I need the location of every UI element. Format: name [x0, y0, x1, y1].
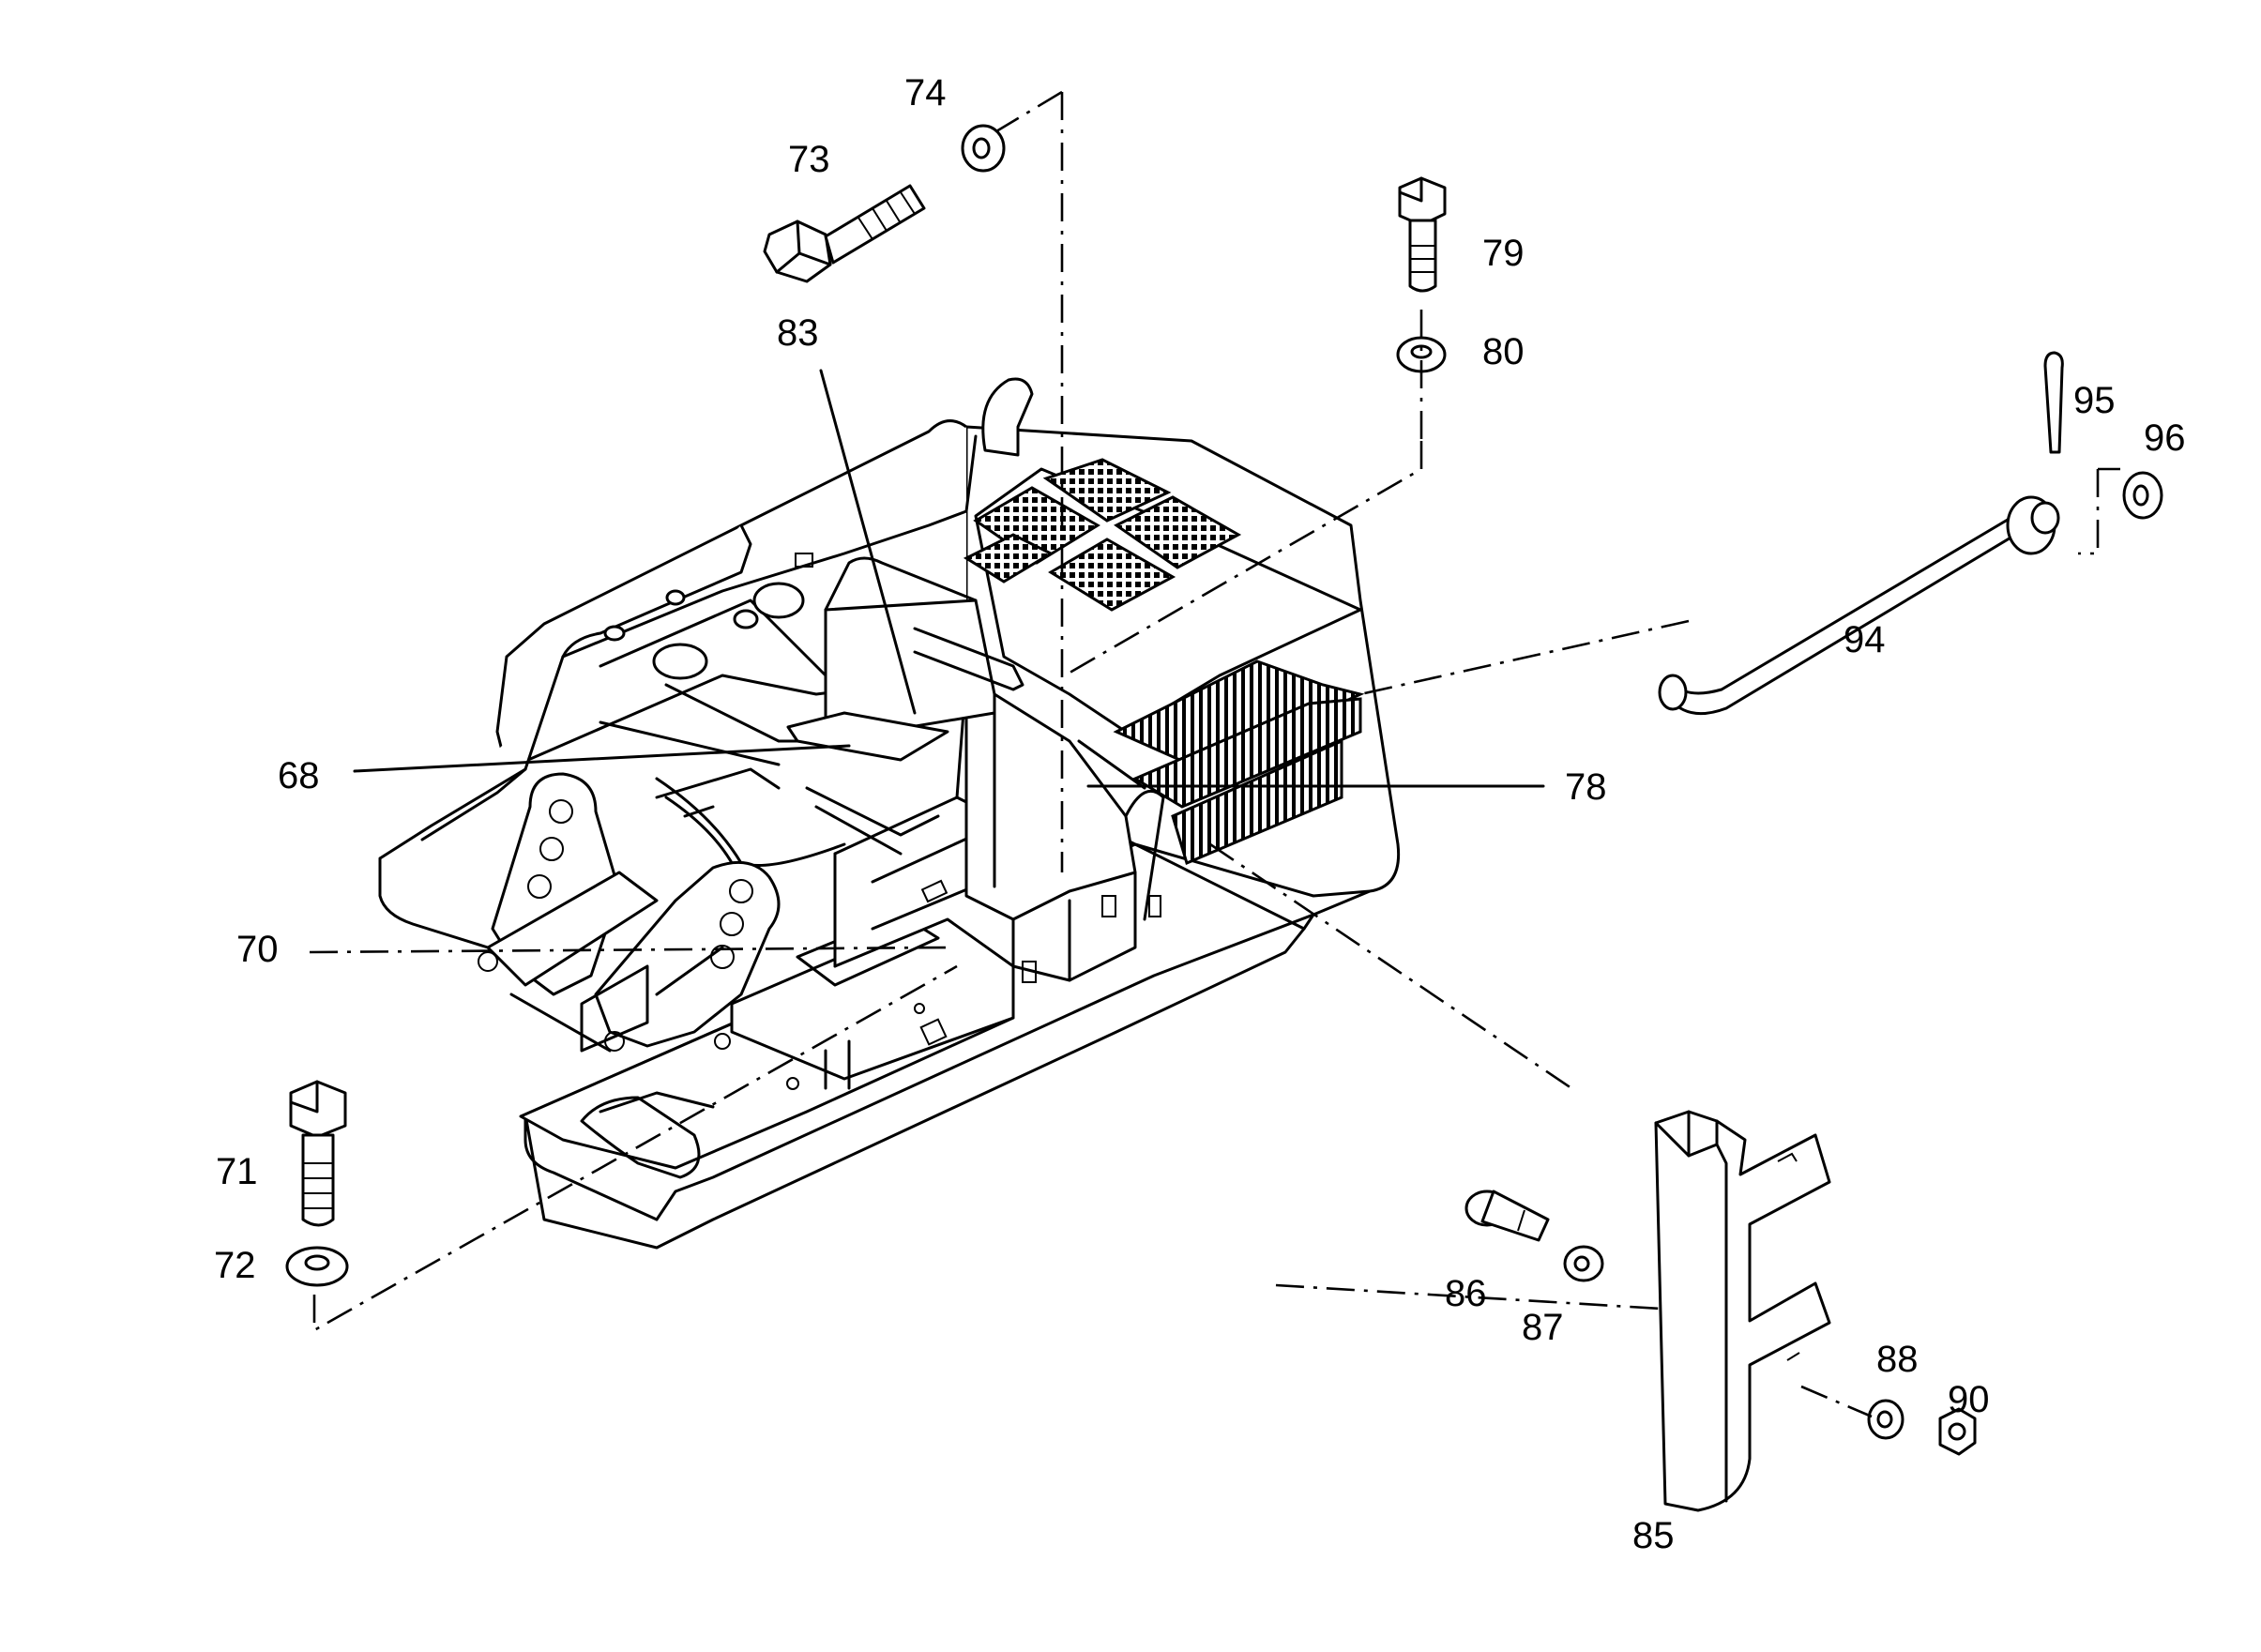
- part-96-washer: [2122, 471, 2163, 520]
- label-83: 83: [777, 312, 819, 354]
- callout-labels: 74 73 79 80 83 95 96 94 68 78 70 71 72 8…: [214, 72, 2186, 1556]
- part-74-washer: [961, 124, 1006, 173]
- label-86: 86: [1445, 1273, 1487, 1314]
- label-79: 79: [1482, 233, 1525, 274]
- part-85-bracket: [1654, 1110, 1831, 1512]
- label-71: 71: [216, 1151, 258, 1192]
- label-73: 73: [788, 139, 830, 180]
- label-96: 96: [2144, 417, 2186, 459]
- label-80: 80: [1482, 331, 1525, 372]
- label-85: 85: [1632, 1515, 1675, 1556]
- label-90: 90: [1948, 1379, 1990, 1420]
- part-87-washer: [1563, 1245, 1604, 1282]
- part-72-washer: [285, 1246, 349, 1287]
- part-95-cotter-pin: [2043, 351, 2064, 454]
- label-72: 72: [214, 1245, 256, 1286]
- label-95: 95: [2073, 380, 2116, 421]
- part-79-bolt: [1398, 176, 1447, 293]
- part-88-washer: [1867, 1399, 1904, 1440]
- label-74: 74: [904, 72, 947, 114]
- label-88: 88: [1876, 1339, 1919, 1380]
- part-94-rod: [1658, 495, 2060, 716]
- label-78: 78: [1565, 766, 1607, 808]
- label-87: 87: [1522, 1307, 1564, 1348]
- part-71-bolt: [289, 1080, 347, 1227]
- leader-lines: [309, 90, 2120, 1418]
- part-73-bolt: [763, 184, 926, 283]
- part-90-nut: [1938, 1407, 1977, 1456]
- label-94: 94: [1844, 619, 1886, 660]
- label-68: 68: [278, 755, 320, 796]
- part-86-pin: [1464, 1190, 1550, 1242]
- main-frame: [378, 377, 1401, 1250]
- label-70: 70: [236, 929, 279, 970]
- link-arms: [478, 772, 781, 1053]
